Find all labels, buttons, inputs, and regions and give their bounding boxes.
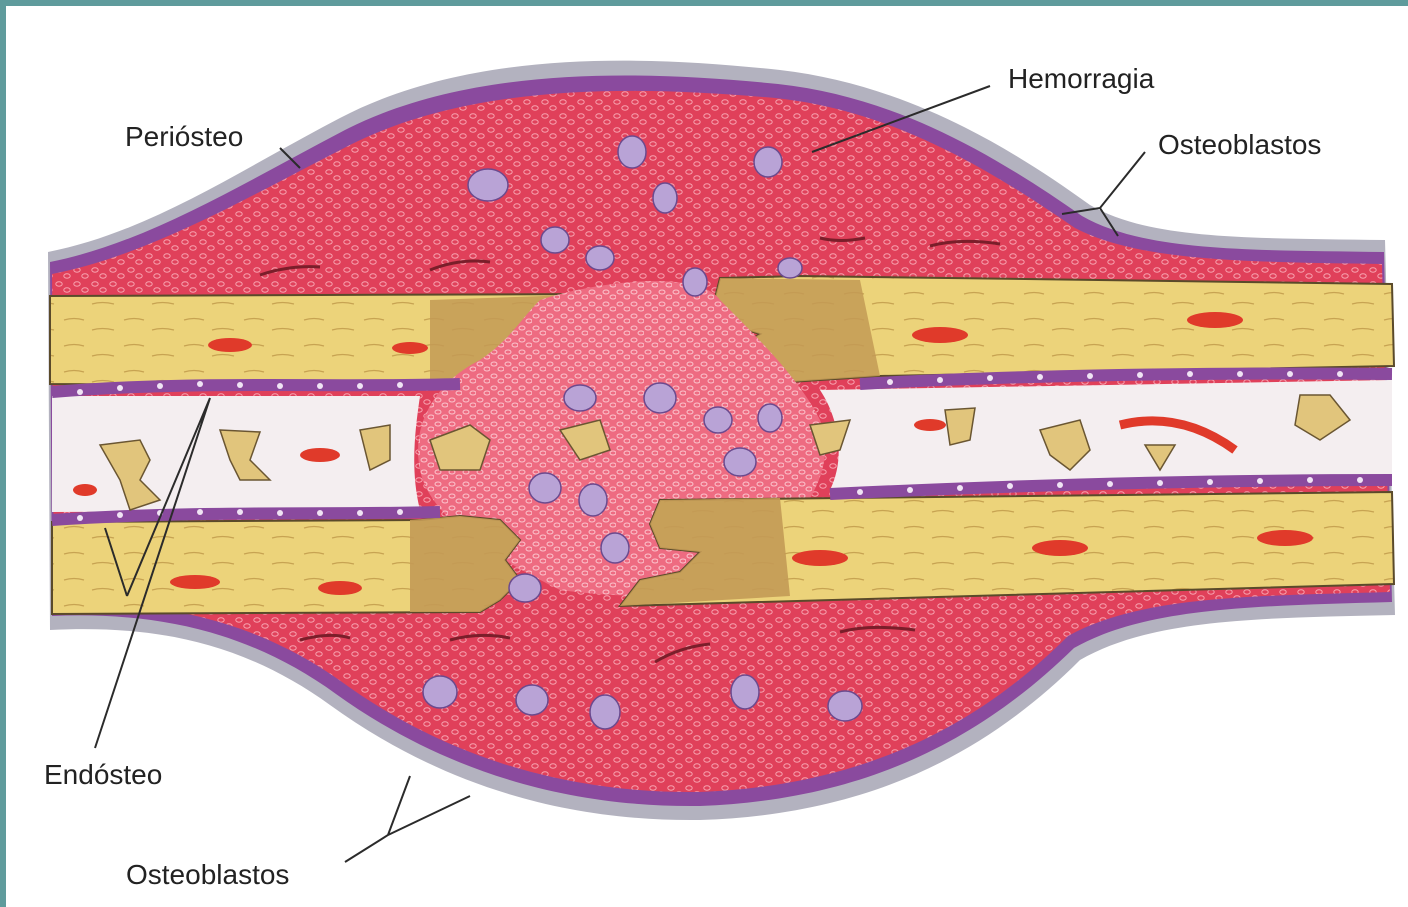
label-hemorragia: Hemorragia — [1008, 63, 1155, 94]
label-osteoblastos-top: Osteoblastos — [1158, 129, 1321, 160]
macrophage-cell-icon — [468, 169, 508, 201]
frame-left-strip — [0, 0, 6, 907]
label-endosteo: Endósteo — [44, 759, 162, 790]
blood-vessel-icon — [208, 338, 252, 352]
label-periosteo: Periósteo — [125, 121, 243, 152]
osteoblastos-bottom-leader — [345, 776, 470, 862]
endosteum-row-lower-left — [52, 512, 440, 520]
label-osteoblastos-bottom: Osteoblastos — [126, 859, 289, 890]
frame-top-strip — [0, 0, 1408, 6]
osteoblast-cell-icon — [77, 389, 83, 395]
